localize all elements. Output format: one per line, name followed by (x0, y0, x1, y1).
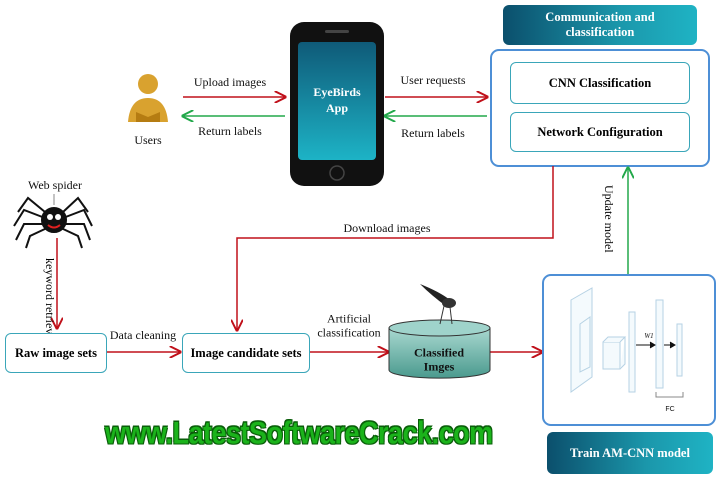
web-spider-label: Web spider (27, 177, 83, 192)
communication-header: Communication and classification (503, 5, 697, 45)
classified-images-label: Classified Imges (413, 345, 464, 374)
user-icon (128, 74, 168, 122)
phone-title-line1: EyeBirds (313, 84, 361, 99)
update-model-label: Update model (602, 185, 616, 253)
watermark: www.LatestSoftwareCrack.com (105, 415, 493, 451)
network-configuration-box: Network Configuration (510, 112, 690, 152)
bird-icon (420, 284, 456, 325)
image-candidate-sets-box: Image candidate sets (182, 333, 310, 373)
download-arrow (237, 166, 554, 330)
cnn-classification-box: CNN Classification (510, 62, 690, 104)
return-labels-left: Return labels (198, 123, 262, 138)
phone-icon (290, 22, 384, 186)
upload-images-label: Upload images (193, 74, 267, 89)
return-labels-right: Return labels (401, 125, 465, 140)
data-cleaning-label: Data cleaning (109, 327, 177, 342)
download-images-label: Download images (343, 220, 431, 235)
cnn-model-diagram (570, 287, 684, 398)
classified-images-cylinder (388, 319, 491, 379)
artificial-classification-label: Artificial classification (317, 311, 381, 340)
raw-image-sets-box: Raw image sets (5, 333, 107, 373)
spider-icon (13, 194, 93, 249)
w1-label: W1 (644, 331, 654, 340)
fc-label: FC (665, 405, 675, 413)
users-label: Users (134, 132, 162, 147)
phone-title-line2: App (325, 100, 349, 115)
keyword-retrieval-label: keyword retrieval (43, 258, 57, 343)
user-requests-label: User requests (400, 72, 466, 87)
train-am-cnn-label: Train AM-CNN model (547, 432, 713, 474)
